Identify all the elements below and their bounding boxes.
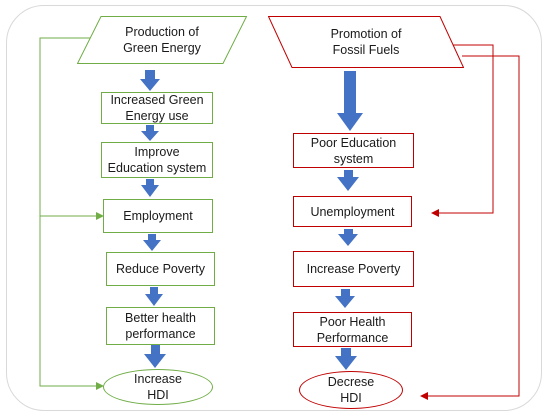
- red-start-parallelogram: Promotion of Fossil Fuels: [268, 16, 464, 68]
- green-step-employment: Employment: [103, 199, 213, 233]
- green-step-reduce-poverty: Reduce Poverty: [106, 252, 215, 286]
- red-end-decrease-hdi: Decrese HDI: [299, 371, 403, 409]
- flow-arrow: [145, 287, 163, 306]
- green-feedback-line-employment: [39, 37, 104, 220]
- green-start-parallelogram: Production of Green Energy: [77, 16, 247, 64]
- flow-arrow: [335, 348, 357, 370]
- flow-arrow: [338, 229, 358, 246]
- flow-arrow: [141, 179, 159, 197]
- red-step-increase-poverty: Increase Poverty: [293, 251, 414, 287]
- red-feedback-line-hdi: [420, 55, 520, 400]
- flow-arrow: [141, 125, 159, 141]
- red-step-poor-education: Poor Education system: [293, 133, 414, 168]
- red-start-label: Promotion of Fossil Fuels: [330, 27, 402, 57]
- red-step-poor-health: Poor Health Performance: [293, 312, 412, 347]
- green-feedback-line-hdi: [39, 216, 104, 390]
- red-feedback-line-unemployment: [431, 44, 494, 217]
- green-step-improve-education: Improve Education system: [101, 142, 213, 178]
- green-step-increased-green-energy: Increased Green Energy use: [101, 92, 213, 124]
- red-step-unemployment: Unemployment: [293, 196, 412, 227]
- flow-arrow: [144, 345, 166, 368]
- flow-arrow: [143, 234, 161, 251]
- diagram-frame: [6, 5, 542, 411]
- green-end-increase-hdi: Increase HDI: [103, 369, 213, 405]
- parallelogram-shape: [268, 16, 464, 68]
- flow-arrow: [337, 170, 359, 191]
- flow-arrow: [335, 289, 355, 308]
- flow-arrow: [337, 71, 363, 131]
- green-start-label: Production of Green Energy: [123, 25, 201, 55]
- parallelogram-shape: [77, 16, 247, 64]
- flow-arrow: [140, 70, 160, 91]
- green-step-better-health: Better health performance: [106, 307, 215, 345]
